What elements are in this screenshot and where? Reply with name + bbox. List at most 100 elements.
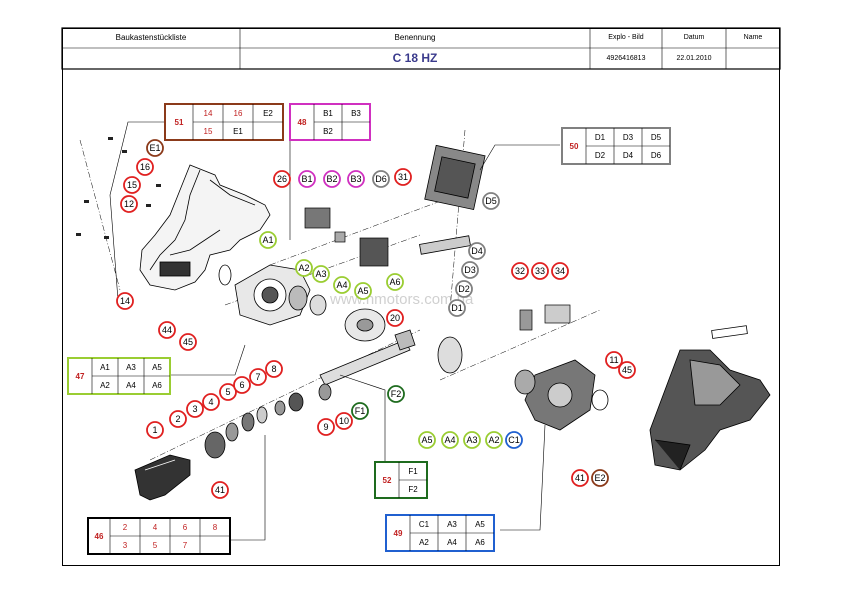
kit-cell: A3 [126, 363, 136, 372]
callout-label: A6 [389, 277, 400, 287]
callout-label: D5 [485, 196, 497, 206]
callout-14: 14 [116, 292, 134, 310]
kit-cell: 15 [204, 127, 213, 136]
callout-A5: A5 [418, 431, 436, 449]
callout-label: A5 [421, 435, 432, 445]
callout-label: 9 [323, 422, 328, 432]
callout-label: 44 [162, 325, 172, 335]
callout-label: 32 [515, 266, 525, 276]
callout-B3: B3 [347, 170, 365, 188]
kit-cell: A2 [419, 538, 429, 547]
callout-D4: D4 [468, 242, 486, 260]
callout-F2: F2 [387, 385, 405, 403]
callout-D2: D2 [455, 280, 473, 298]
callout-label: 3 [192, 404, 197, 414]
kit-cell: A2 [100, 381, 110, 390]
callout-label: D3 [464, 265, 476, 275]
drawing-date: 22.01.2010 [676, 55, 712, 62]
callout-2: 2 [169, 410, 187, 428]
header-label-explo: Explo - Bild [608, 34, 644, 41]
callout-1: 1 [146, 421, 164, 439]
callout-label: B1 [301, 174, 312, 184]
header-label-name: Name [743, 34, 763, 41]
callout-label: B2 [326, 174, 337, 184]
callout-9: 9 [317, 418, 335, 436]
callout-E2: E2 [591, 469, 609, 487]
callout-A6: A6 [386, 273, 404, 291]
right-gear-housing [437, 336, 609, 431]
callout-label: F1 [355, 406, 366, 416]
callout-A1: A1 [259, 231, 277, 249]
callout-A3: A3 [312, 265, 330, 283]
callout-label: 12 [124, 199, 134, 209]
kit-cell: 2 [123, 523, 128, 532]
model-title: C 18 HZ [392, 51, 438, 65]
callout-16: 16 [136, 158, 154, 176]
kit-number: 52 [383, 476, 392, 485]
plunger-rod [319, 329, 416, 386]
kit-cell: 5 [153, 541, 158, 550]
callout-label: 8 [271, 364, 276, 374]
callout-label: 41 [215, 485, 225, 495]
callout-label: D4 [471, 246, 483, 256]
callout-label: A2 [488, 435, 499, 445]
kit-cell: 4 [153, 523, 158, 532]
callout-45: 45 [179, 333, 197, 351]
kit-cell: E2 [263, 109, 273, 118]
callout-label: A2 [298, 263, 309, 273]
kit-cell: A4 [126, 381, 136, 390]
header-label-kit-list: Baukastenstückliste [115, 33, 187, 42]
callout-label: E2 [594, 473, 605, 483]
callout-34: 34 [551, 262, 569, 280]
callout-F1: F1 [351, 402, 369, 420]
kit-cell: 7 [183, 541, 188, 550]
callout-5: 5 [219, 383, 237, 401]
kit-cell: B3 [351, 109, 361, 118]
kit-cell: D5 [651, 133, 662, 142]
gear-disc [288, 285, 386, 342]
callout-label: 2 [175, 414, 180, 424]
kit-number: 47 [76, 372, 85, 381]
header-label-date: Datum [683, 34, 705, 41]
kit-number: 51 [175, 118, 184, 127]
gear-housing [218, 264, 311, 326]
callout-label: 16 [140, 162, 150, 172]
callout-label: A5 [357, 286, 368, 296]
kit-cell: D1 [595, 133, 606, 142]
kit-cell: D2 [595, 151, 606, 160]
callout-label: 34 [555, 266, 565, 276]
callout-label: D6 [375, 174, 387, 184]
header-label-designation: Benennung [394, 33, 436, 42]
kit-cell: A1 [100, 363, 110, 372]
callout-33: 33 [531, 262, 549, 280]
kit-cell: 14 [204, 109, 213, 118]
kit-cell: F2 [408, 485, 418, 494]
kit-cell: A5 [475, 520, 485, 529]
nose-cover [134, 454, 191, 501]
callout-label: 5 [225, 387, 230, 397]
callout-12: 12 [120, 195, 138, 213]
kit-cell: B2 [323, 127, 333, 136]
callout-10: 10 [335, 412, 353, 430]
callout-label: 4 [208, 397, 213, 407]
callout-label: 45 [622, 365, 632, 375]
callout-3: 3 [186, 400, 204, 418]
callout-label: 15 [127, 180, 137, 190]
kit-cell: C1 [419, 520, 430, 529]
callout-label: C1 [508, 435, 520, 445]
callout-label: 33 [535, 266, 545, 276]
callout-26: 26 [273, 170, 291, 188]
kit-cell: 3 [123, 541, 128, 550]
kit-number: 46 [95, 532, 104, 541]
kit-cell: A5 [152, 363, 162, 372]
callout-label: A1 [262, 235, 273, 245]
kit-cell: 16 [234, 109, 243, 118]
callout-label: D2 [458, 284, 470, 294]
callout-label: 7 [255, 372, 260, 382]
motor [419, 144, 486, 255]
